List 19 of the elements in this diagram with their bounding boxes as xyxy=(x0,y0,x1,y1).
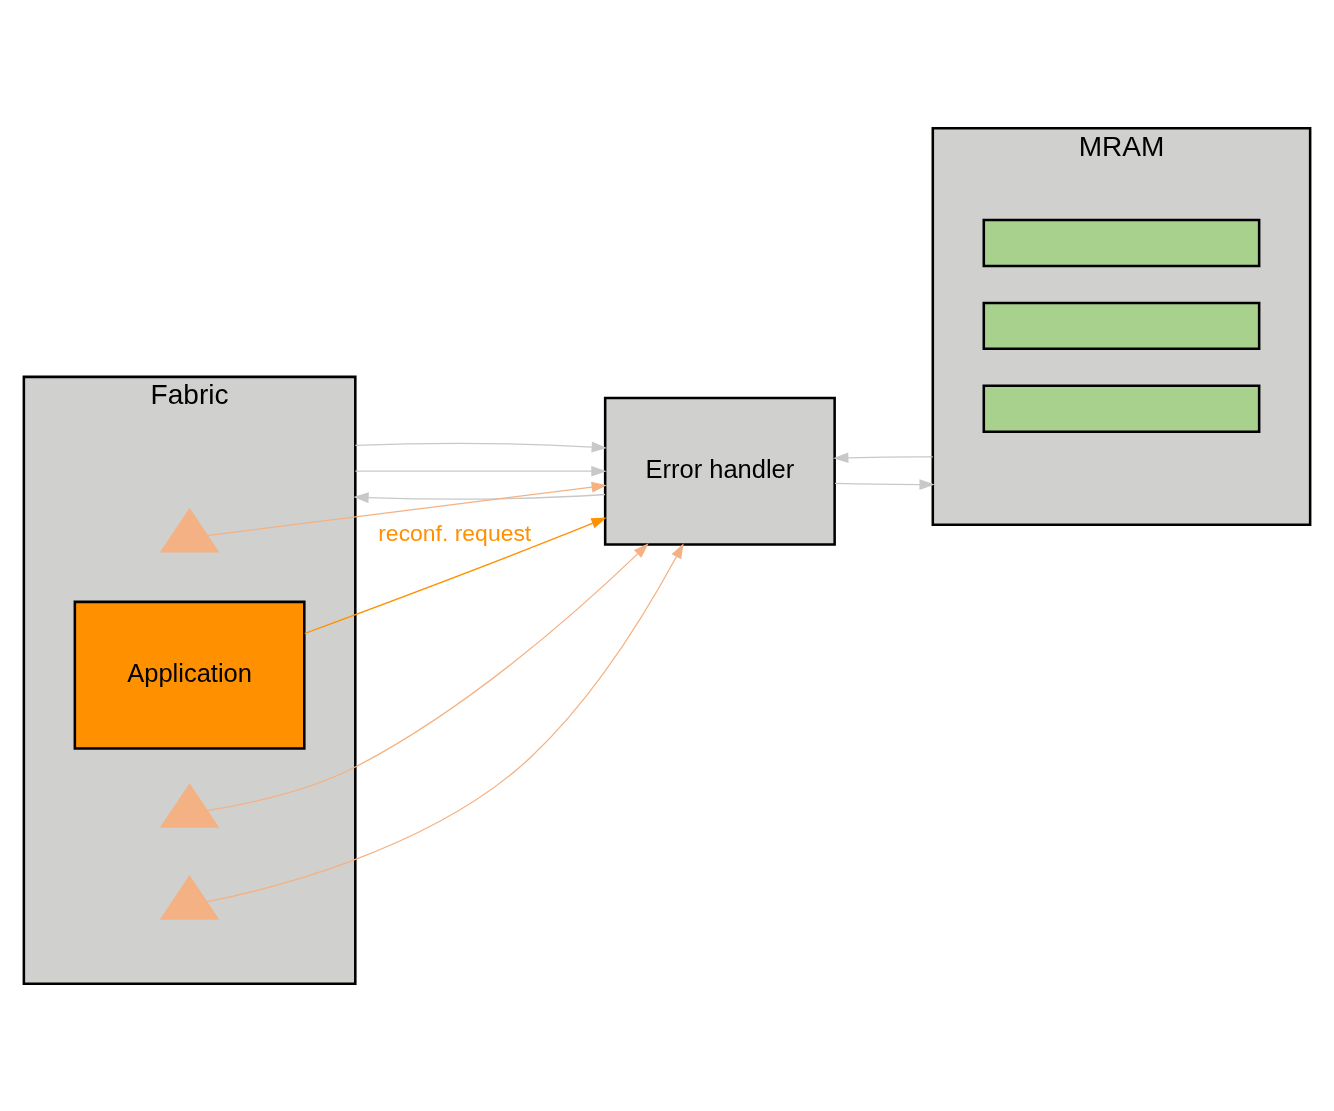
arrow xyxy=(833,451,934,463)
node-tree xyxy=(159,507,220,552)
node-box xyxy=(982,301,1261,350)
node-tree xyxy=(159,782,220,828)
node-tree xyxy=(159,874,220,920)
arrow xyxy=(353,491,606,503)
arrow xyxy=(834,478,935,490)
arrow xyxy=(206,481,607,536)
node-box xyxy=(982,384,1261,433)
arrow xyxy=(205,542,684,903)
arrow xyxy=(205,542,649,811)
arrow xyxy=(354,465,607,477)
node-box: Application xyxy=(73,600,306,750)
arrow xyxy=(354,441,607,452)
node-box xyxy=(982,218,1261,267)
node-box: Error handler xyxy=(603,396,836,546)
edge-label: reconf. request xyxy=(378,519,532,546)
arrow xyxy=(304,517,607,634)
cluster: MRAM xyxy=(931,126,1312,526)
